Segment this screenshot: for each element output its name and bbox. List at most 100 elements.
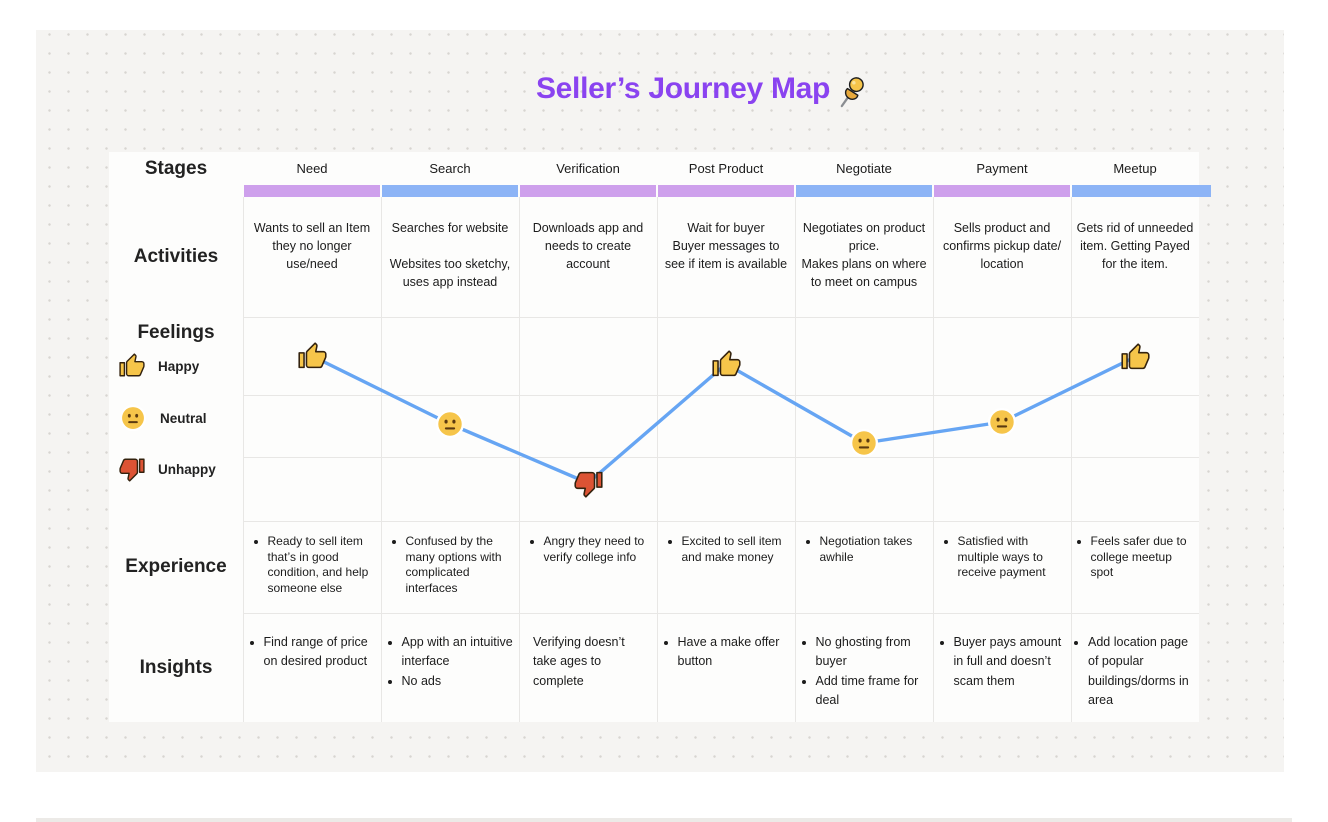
experience-item: Negotiation takes awhile: [820, 534, 924, 565]
row-label-stages: Stages: [144, 157, 208, 179]
row-divider: [243, 457, 1199, 458]
activity-cell[interactable]: Searches for website Websites too sketch…: [383, 197, 517, 317]
insight-item: No ghosting from buyer: [816, 633, 928, 672]
thumbs-up-icon: [119, 353, 145, 379]
stage-color-bar[interactable]: [796, 185, 932, 197]
feeling-unhappy-icon[interactable]: [573, 469, 603, 498]
insights-list: App with an intuitive interfaceNo ads: [387, 633, 514, 691]
activity-text: Searches for website Websites too sketch…: [389, 221, 511, 290]
insight-item: Find range of price on desired product: [264, 633, 376, 672]
stage-header-negotiate[interactable]: Negotiate: [836, 161, 892, 176]
activity-cell[interactable]: Downloads app and needs to create accoun…: [521, 197, 655, 317]
insights-list: Verifying doesn’t take ages to complete: [531, 633, 645, 691]
feeling-happy-icon[interactable]: [297, 341, 327, 371]
activity-cell[interactable]: Wants to sell an Item they no longer use…: [245, 197, 379, 317]
bottom-toolbar-edge: [36, 818, 1292, 822]
stage-header-search[interactable]: Search: [429, 161, 471, 176]
legend-item-happy[interactable]: Happy: [119, 351, 241, 381]
experience-item: Confused by the many options with compli…: [406, 534, 510, 596]
column-divider: [795, 197, 796, 722]
insights-cell[interactable]: App with an intuitive interfaceNo ads: [383, 613, 517, 722]
row-divider: [243, 317, 1199, 318]
stage-header-post-product[interactable]: Post Product: [688, 161, 764, 176]
row-label-activities: Activities: [133, 246, 219, 267]
insight-item: Add location page of popular buildings/d…: [1088, 633, 1197, 711]
column-divider: [657, 197, 658, 722]
legend-item-neutral[interactable]: Neutral: [119, 403, 241, 433]
stage-color-bar[interactable]: [1072, 185, 1211, 197]
legend-label: Unhappy: [158, 461, 216, 477]
feelings-connector-chart: [310, 354, 1137, 485]
experience-list: Negotiation takes awhile: [805, 534, 924, 565]
column-divider: [243, 197, 244, 722]
activity-text: Wants to sell an Item they no longer use…: [253, 221, 371, 272]
activity-text: Gets rid of unneeded item. Getting Payed…: [1076, 221, 1194, 272]
row-divider: [243, 521, 1199, 522]
row-label-experience: Experience: [125, 556, 227, 577]
page-title[interactable]: Seller’s Journey Map: [0, 72, 1328, 108]
insights-list: Buyer pays amount in full and doesn’t sc…: [939, 633, 1066, 691]
stage-header-meetup[interactable]: Meetup: [1113, 161, 1157, 176]
row-label-feelings: Feelings: [137, 322, 215, 343]
feeling-neutral-icon[interactable]: [987, 407, 1017, 437]
insight-item: Verifying doesn’t take ages to complete: [533, 635, 625, 688]
experience-cell[interactable]: Excited to sell item and make money: [659, 521, 793, 613]
column-divider: [519, 197, 520, 722]
activity-text: Wait for buyer Buyer messages to see if …: [664, 221, 788, 272]
stage-header-need[interactable]: Need: [296, 161, 328, 176]
activity-cell[interactable]: Wait for buyer Buyer messages to see if …: [659, 197, 793, 317]
stage-color-bar[interactable]: [658, 185, 794, 197]
feeling-happy-icon[interactable]: [711, 349, 741, 379]
experience-cell[interactable]: Angry they need to verify college info: [521, 521, 655, 613]
insights-cell[interactable]: Buyer pays amount in full and doesn’t sc…: [935, 613, 1069, 722]
insights-cell[interactable]: Find range of price on desired product: [245, 613, 379, 722]
insights-list: Find range of price on desired product: [249, 633, 376, 672]
activity-text: Downloads app and needs to create accoun…: [532, 221, 644, 272]
insights-cell[interactable]: Add location page of popular buildings/d…: [1073, 613, 1197, 722]
column-divider: [1071, 197, 1072, 722]
thumbs-down-icon: [119, 456, 145, 482]
experience-list: Satisfied with multiple ways to receive …: [943, 534, 1062, 581]
insights-list: Add location page of popular buildings/d…: [1073, 633, 1197, 711]
page-title-text: Seller’s Journey Map: [535, 72, 831, 105]
stage-color-bar[interactable]: [520, 185, 656, 197]
column-divider: [381, 197, 382, 722]
experience-item: Ready to sell item that’s in good condit…: [268, 534, 372, 596]
experience-list: Excited to sell item and make money: [667, 534, 786, 565]
experience-item: Excited to sell item and make money: [682, 534, 786, 565]
legend-item-unhappy[interactable]: Unhappy: [119, 454, 241, 484]
insights-cell[interactable]: Verifying doesn’t take ages to complete: [521, 613, 655, 722]
insight-item: Have a make offer button: [678, 633, 790, 672]
activity-cell[interactable]: Sells product and confirms pickup date/ …: [935, 197, 1069, 317]
stage-color-bar[interactable]: [244, 185, 380, 197]
activity-cell[interactable]: Negotiates on product price. Makes plans…: [797, 197, 931, 317]
column-divider: [933, 197, 934, 722]
experience-cell[interactable]: Satisfied with multiple ways to receive …: [935, 521, 1069, 613]
row-label-insights: Insights: [139, 656, 213, 678]
neutral-face-icon: [119, 404, 147, 432]
feeling-neutral-icon[interactable]: [435, 409, 465, 439]
insights-cell[interactable]: Have a make offer button: [659, 613, 793, 722]
stage-header-verification[interactable]: Verification: [556, 161, 620, 176]
feeling-neutral-icon[interactable]: [849, 428, 879, 458]
insight-item: App with an intuitive interface: [402, 633, 514, 672]
stage-color-bar[interactable]: [382, 185, 518, 197]
activity-text: Negotiates on product price. Makes plans…: [801, 221, 927, 290]
experience-item: Angry they need to verify college info: [544, 534, 648, 565]
activity-cell[interactable]: Gets rid of unneeded item. Getting Payed…: [1073, 197, 1197, 317]
stage-color-bar[interactable]: [934, 185, 1070, 197]
experience-cell[interactable]: Ready to sell item that’s in good condit…: [245, 521, 379, 613]
experience-list: Ready to sell item that’s in good condit…: [253, 534, 372, 596]
feeling-happy-icon[interactable]: [1120, 342, 1150, 372]
row-divider: [243, 613, 1199, 614]
insight-item: No ads: [402, 672, 514, 691]
experience-cell[interactable]: Feels safer due to college meetup spot: [1073, 521, 1197, 613]
experience-cell[interactable]: Negotiation takes awhile: [797, 521, 931, 613]
stage-header-payment[interactable]: Payment: [976, 161, 1028, 176]
experience-list: Confused by the many options with compli…: [391, 534, 510, 596]
experience-item: Satisfied with multiple ways to receive …: [958, 534, 1062, 581]
insights-cell[interactable]: No ghosting from buyerAdd time frame for…: [797, 613, 931, 722]
insight-item: Add time frame for deal: [816, 672, 928, 711]
row-divider: [243, 395, 1199, 396]
experience-cell[interactable]: Confused by the many options with compli…: [383, 521, 517, 613]
